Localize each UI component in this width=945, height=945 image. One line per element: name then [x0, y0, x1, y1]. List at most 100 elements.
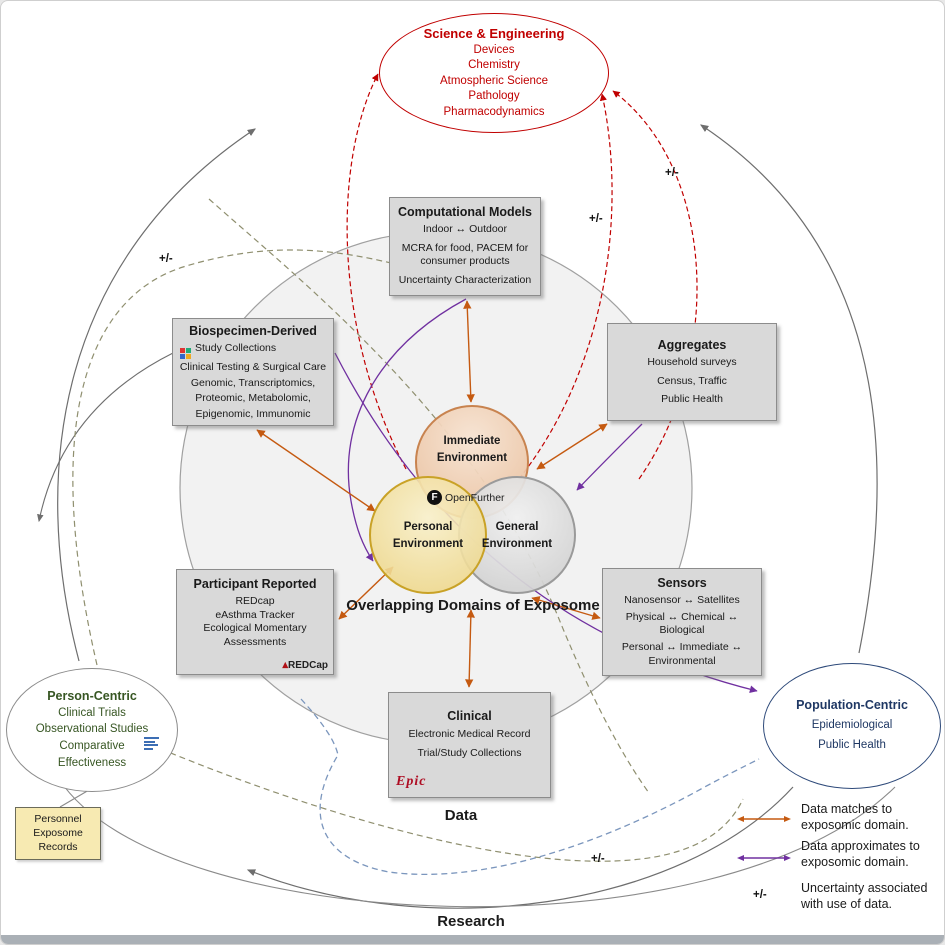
node-item: Pathology [468, 90, 520, 103]
legend-approx-arrow-icon [737, 855, 791, 861]
node-person-centric: Person-Centric Clinical Trials Observati… [6, 668, 178, 792]
venn-label-line: General [495, 521, 539, 533]
orange-arrow-models [463, 300, 475, 403]
node-title: Aggregates [657, 338, 727, 352]
node-personnel-records: Personnel Exposome Records [15, 807, 101, 860]
node-item: Clinical Trials [58, 706, 126, 719]
node-item: Atmospheric Science [439, 74, 549, 87]
venn-caption: Overlapping Domains of Exposome [346, 597, 600, 614]
node-biospecimen-derived: Biospecimen-Derived Study Collections Cl… [172, 318, 334, 426]
red-curve-left [346, 73, 407, 470]
node-science-engineering: Science & Engineering Devices Chemistry … [379, 13, 609, 133]
legend-match-label: Data matches to exposomic domain. [801, 802, 909, 832]
olive-curve-bottom [160, 748, 744, 862]
legend-uncertainty-symbol: +/- [753, 889, 767, 901]
orange-arrow-biospecimen [256, 429, 376, 512]
node-item: Uncertainty Characterization [398, 273, 532, 286]
redcap-flame-icon: ▴ [282, 659, 288, 671]
node-title: Sensors [657, 576, 707, 590]
node-item: Observational Studies [35, 723, 149, 736]
node-title: Person-Centric [47, 688, 137, 703]
uncertainty-mark: +/- [589, 213, 603, 225]
window-bottom-bar [1, 935, 944, 944]
venn-label-line: Environment [392, 538, 464, 551]
blue-curve-bottom [300, 698, 760, 875]
node-item: Genomic, Transcriptomics, [190, 376, 316, 389]
venn-general-label: General Environment [458, 519, 576, 554]
venn-personal-label: Personal Environment [369, 519, 487, 554]
node-item: Pharmacodynamics [443, 105, 545, 118]
data-region-label: Data [444, 807, 478, 824]
node-item: Records [38, 841, 78, 854]
node-title: Biospecimen-Derived [189, 324, 317, 338]
node-item: Indoor ↔ Outdoor [422, 223, 508, 235]
uncertainty-mark: +/- [591, 853, 605, 865]
legend-uncertainty-label: Uncertainty associated with use of data. [801, 881, 928, 911]
orange-arrow-participant [338, 566, 394, 620]
orange-arrow-clinical [465, 609, 475, 688]
node-title: Computational Models [397, 205, 533, 219]
node-item: Trial/Study Collections [417, 746, 522, 759]
node-item: eAsthma Tracker [215, 608, 295, 621]
node-item: Chemistry [468, 59, 520, 72]
node-item-text: Study Collections [195, 342, 277, 354]
olive-curve-top [72, 249, 392, 666]
node-item: Electronic Medical Record [408, 728, 531, 740]
venn-label-line: Immediate [443, 435, 501, 447]
olive-curve-diagonal [208, 198, 650, 794]
orange-arrow-aggregates [536, 423, 608, 470]
venn-immediate-label: Immediate Environment [415, 433, 529, 468]
node-item: Comparative Effectiveness [57, 740, 127, 769]
node-item: Exposome [33, 827, 83, 840]
openfurther-monogram-icon: F [427, 490, 442, 505]
node-item: MCRA for food, PACEM for consumer produc… [401, 241, 529, 268]
arc-population-to-science [700, 124, 878, 654]
legend-approx-label: Data approximates to exposomic domain. [801, 839, 920, 869]
node-item: Personnel [34, 813, 82, 825]
node-item: Public Health [818, 739, 886, 751]
line-person-to-personnel [59, 789, 90, 808]
venn-label-line: Environment [481, 538, 553, 551]
uncertainty-mark: +/- [159, 253, 173, 265]
node-item: Personal ↔ Immediate ↔ Environmental [621, 640, 743, 667]
node-title: Participant Reported [193, 577, 317, 591]
arc-research-outer [58, 778, 896, 908]
research-network-logo-icon [144, 737, 160, 750]
redcap-logo: ▴REDCap [282, 658, 328, 671]
venn-label-line: Environment [436, 452, 508, 465]
node-item: Public Health [661, 393, 723, 406]
node-item: Epigenomic, Immunomic [195, 407, 311, 420]
arc-research-bottom [246, 786, 794, 909]
node-item: Physical ↔ Chemical ↔ Biological [625, 610, 739, 637]
venn-label-line: Personal [403, 521, 453, 533]
node-item: Epidemiological [811, 719, 893, 732]
node-item: Nanosensor ↔ Satellites [624, 594, 740, 606]
arc-person-to-science [57, 128, 256, 662]
node-title: Clinical [447, 709, 492, 723]
legend-match-arrow-icon [737, 816, 791, 822]
node-aggregates: Aggregates Household surveys Census, Tra… [607, 323, 777, 421]
node-clinical: Clinical Electronic Medical Record Trial… [388, 692, 551, 798]
node-item: REDcap [235, 595, 275, 607]
node-participant-reported: Participant Reported REDcap eAsthma Trac… [176, 569, 334, 675]
node-item: Ecological Momentary Assessments [203, 622, 307, 648]
node-title: Population-Centric [796, 698, 908, 713]
research-region-label: Research [437, 913, 505, 930]
node-item: Devices [473, 43, 515, 56]
node-sensors: Sensors Nanosensor ↔ Satellites Physical… [602, 568, 762, 676]
uncertainty-mark: +/- [665, 167, 679, 179]
node-item: Proteomic, Metabolomic, [195, 392, 311, 405]
node-item: Household surveys [647, 356, 737, 368]
node-computational-models: Computational Models Indoor ↔ Outdoor MC… [389, 197, 541, 296]
redcap-logo-text: REDCap [287, 660, 328, 671]
openspecimen-logo-icon [180, 348, 191, 359]
node-item: Study Collections [177, 342, 329, 359]
node-item: Census, Traffic [657, 374, 727, 387]
openfurther-logo-text: OpenFurther [445, 491, 505, 504]
node-title: Science & Engineering [423, 25, 565, 41]
openfurther-logo: F OpenFurther [427, 490, 505, 505]
epic-logo: Epic [396, 774, 427, 789]
red-curve-right [612, 90, 698, 480]
node-item: Clinical Testing & Surgical Care [179, 361, 327, 373]
